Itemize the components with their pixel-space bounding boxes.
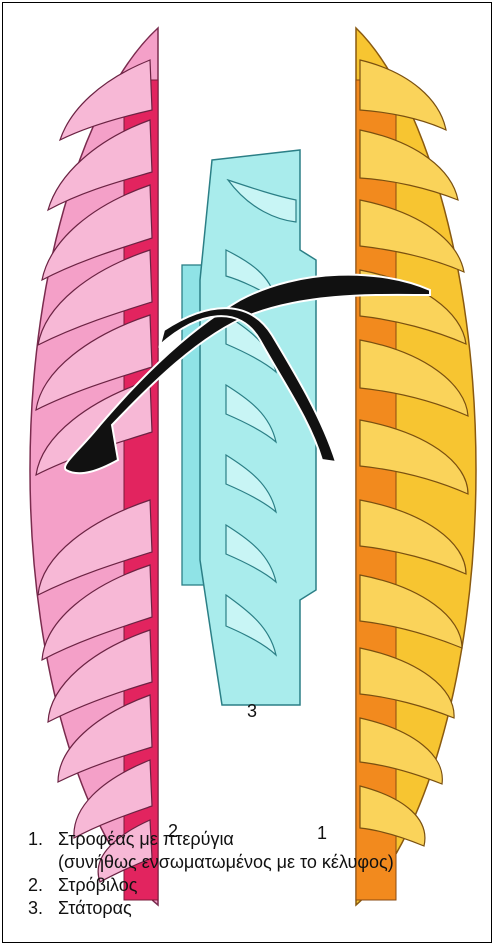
legend: 1. Στροφέας με πτερύγια (συνήθως ενσωματ… bbox=[28, 828, 394, 920]
legend-number: 1. bbox=[28, 828, 58, 851]
legend-number: 3. bbox=[28, 897, 58, 920]
legend-label: Στάτορας bbox=[58, 897, 132, 920]
legend-label: Στρόβιλος bbox=[58, 874, 137, 897]
legend-label: Στροφέας με πτερύγια bbox=[58, 828, 234, 851]
impeller bbox=[356, 28, 476, 905]
callout-stator: 3 bbox=[247, 701, 257, 722]
legend-item-turbine: 2. Στρόβιλος bbox=[28, 874, 394, 897]
legend-item-impeller: 1. Στροφέας με πτερύγια bbox=[28, 828, 394, 851]
legend-item-stator: 3. Στάτορας bbox=[28, 897, 394, 920]
legend-number: 2. bbox=[28, 874, 58, 897]
legend-sublabel: (συνήθως ενσωματωμένος με το κέλυφος) bbox=[28, 851, 394, 874]
stator bbox=[182, 150, 316, 705]
